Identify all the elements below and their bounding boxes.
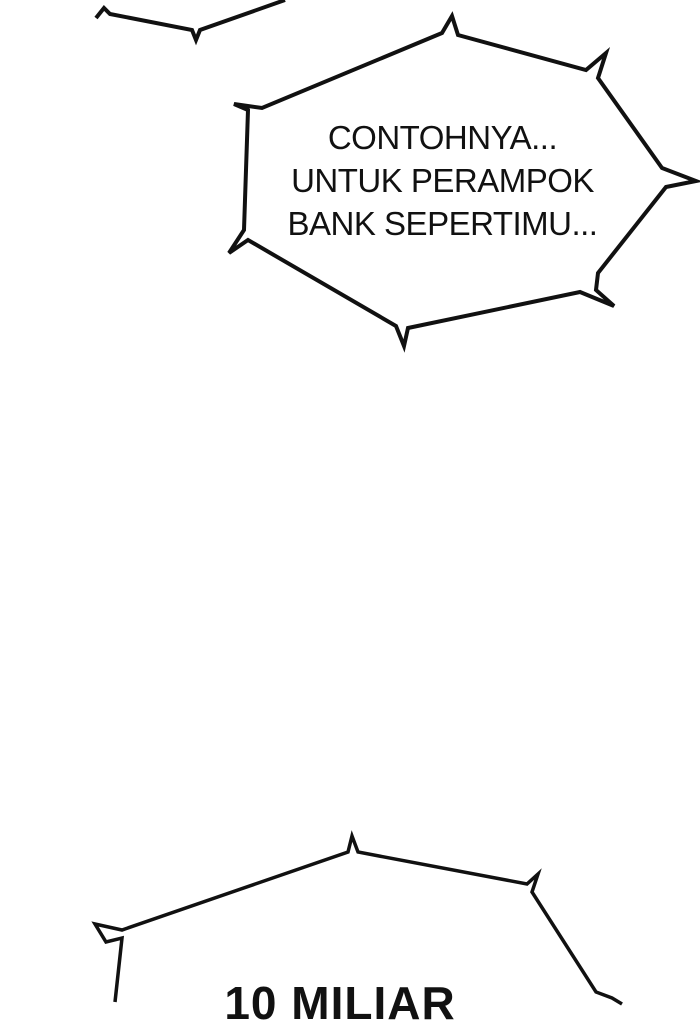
middle-bubble-line-3: BANK SEPERTIMU... <box>287 205 598 242</box>
comic-panel: CONTOHNYA... UNTUK PERAMPOK BANK SEPERTI… <box>91 0 700 1029</box>
bottom-bubble-text: 10 MILIAR <box>224 977 456 1029</box>
middle-bubble-text: CONTOHNYA... UNTUK PERAMPOK BANK SEPERTI… <box>255 116 630 245</box>
speech-bubble-outlines <box>91 0 700 1006</box>
top-bubble-edge <box>94 0 286 46</box>
bottom-speech-bubble <box>91 830 623 1006</box>
middle-bubble-line-1: CONTOHNYA... <box>327 119 558 156</box>
middle-speech-bubble <box>227 11 700 353</box>
middle-bubble-line-2: UNTUK PERAMPOK <box>291 162 594 199</box>
